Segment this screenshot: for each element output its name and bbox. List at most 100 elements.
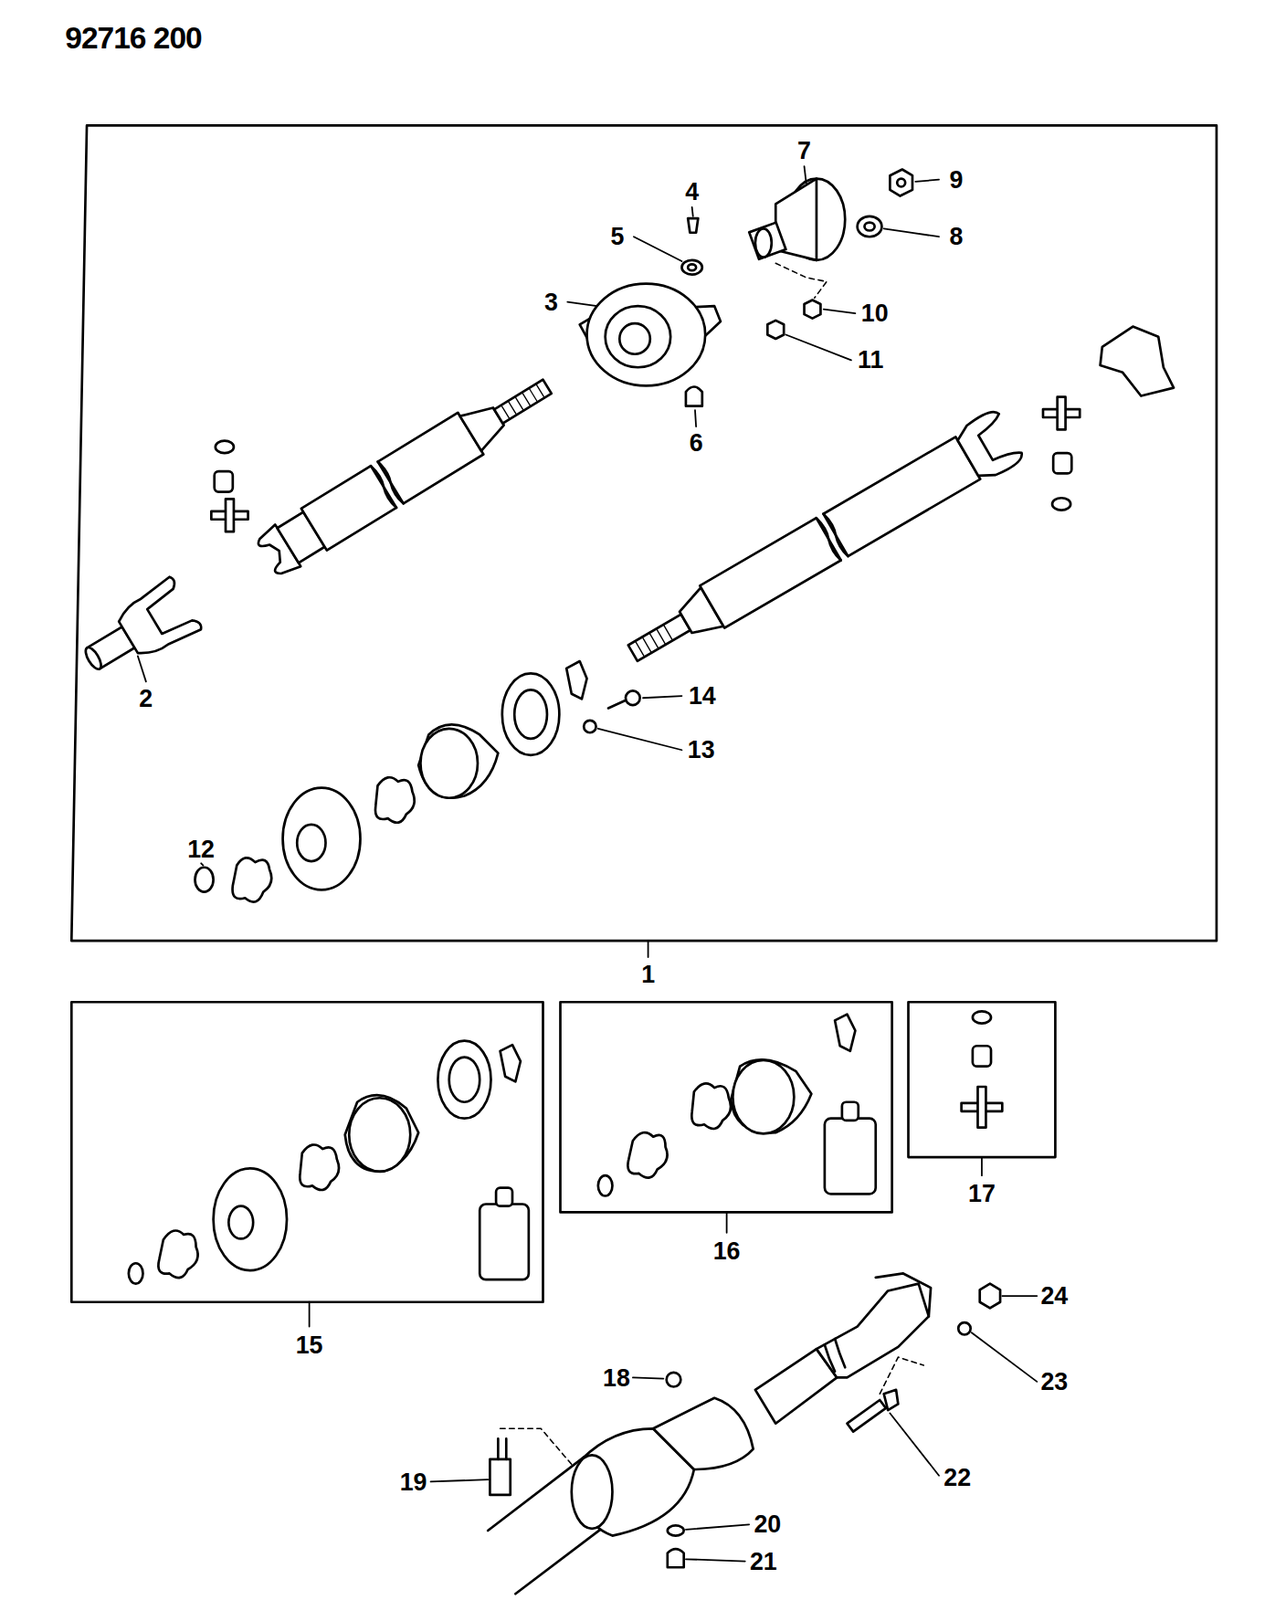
callout-number: 18 (600, 1365, 633, 1391)
callout-number: 13 (685, 737, 717, 763)
drawing-number: 92716 200 (63, 23, 203, 55)
callout-number: 16 (711, 1239, 743, 1265)
callout-number: 24 (1038, 1284, 1070, 1309)
illustration-part (842, 1102, 859, 1121)
illustration-part (625, 690, 641, 706)
illustration-part (449, 1057, 481, 1103)
callout-number: 10 (859, 301, 891, 327)
illustration-part (816, 1284, 929, 1379)
illustration-part (71, 125, 1217, 941)
illustration-part (605, 305, 672, 368)
illustration-part (691, 1083, 731, 1129)
illustration-part (368, 460, 405, 509)
illustration-part (785, 334, 852, 360)
illustration-part (699, 517, 841, 629)
illustration-part (1043, 397, 1080, 431)
illustration-part (345, 1095, 419, 1172)
illustration-part (502, 673, 560, 755)
illustration-part (972, 1011, 991, 1023)
callout-number: 14 (686, 684, 718, 709)
illustration-part (864, 222, 875, 232)
illustration-part (112, 576, 203, 665)
illustration-part (685, 386, 703, 406)
illustration-part (748, 222, 786, 260)
illustration-part (375, 777, 415, 823)
illustration-part (619, 323, 651, 355)
illustration-part (497, 1438, 506, 1459)
illustration-part (972, 1045, 991, 1066)
illustration-part (194, 867, 213, 893)
callout-number: 19 (398, 1469, 430, 1495)
callout-number: 21 (748, 1549, 780, 1574)
illustration-part (961, 1086, 1003, 1128)
illustration-part (633, 236, 683, 262)
illustration-part (225, 498, 234, 532)
illustration-part (308, 1302, 311, 1328)
callout-number: 20 (751, 1512, 783, 1538)
illustration-part (627, 1132, 667, 1179)
callout-number: 6 (687, 431, 706, 456)
illustration-part (566, 661, 587, 699)
illustration-part (571, 1454, 613, 1529)
callout-number: 2 (137, 686, 155, 712)
illustration-part (73, 576, 203, 688)
illustration-part (479, 1203, 529, 1280)
illustration-part (583, 720, 596, 733)
illustration-part (666, 1372, 682, 1388)
illustration-part (137, 166, 1037, 1561)
illustration-part (137, 655, 147, 682)
illustration-part (1052, 497, 1071, 510)
illustration-part (971, 1332, 1038, 1382)
illustration-part (559, 1001, 892, 1213)
illustration-part (685, 1559, 746, 1561)
illustration-part (587, 284, 707, 387)
illustration-part (915, 179, 939, 182)
illustration-part (500, 1044, 521, 1082)
illustration-part (730, 1059, 812, 1133)
illustration-part (1001, 1295, 1037, 1297)
illustration-part (804, 166, 807, 184)
illustration-part (431, 1479, 489, 1482)
illustration-part (687, 218, 698, 233)
illustration-part (420, 728, 478, 799)
illustration-part (299, 1144, 339, 1191)
illustration-part (495, 1188, 513, 1207)
illustration-part (1100, 326, 1174, 397)
illustration-part (732, 1060, 794, 1134)
illustration-part (567, 302, 597, 306)
illustration-part (494, 379, 552, 424)
illustration-part (296, 824, 326, 862)
illustration-part (500, 1428, 572, 1465)
illustration-part (501, 383, 545, 420)
illustration-part (908, 1001, 1056, 1158)
illustration-part (667, 1549, 685, 1568)
illustration-part (857, 216, 883, 237)
illustration-part (824, 1338, 845, 1372)
illustration-part (685, 1524, 749, 1530)
illustration-part (210, 498, 248, 532)
illustration-part (692, 207, 694, 217)
illustration-part (128, 1263, 144, 1284)
illustration-part (617, 407, 1025, 679)
illustration-part (889, 168, 913, 196)
illustration-part (952, 407, 1025, 484)
illustration-part (653, 1398, 754, 1470)
illustration-part (628, 614, 691, 662)
illustration-part (215, 441, 234, 454)
illustration-part (824, 1118, 876, 1195)
illustration-part (213, 1168, 287, 1271)
callout-number: 23 (1038, 1370, 1070, 1395)
illustration-part (896, 179, 906, 188)
illustration-part (214, 471, 233, 492)
illustration-part (814, 513, 851, 562)
illustration-part (980, 1157, 983, 1176)
illustration-part (200, 863, 203, 865)
illustration-part (879, 1357, 924, 1394)
illustration-part (643, 695, 682, 698)
illustration-part (958, 1322, 970, 1335)
illustration-part (632, 1377, 665, 1379)
illustration-part (598, 728, 683, 750)
illustration-part (1057, 397, 1066, 431)
callout-number: 15 (294, 1332, 326, 1358)
